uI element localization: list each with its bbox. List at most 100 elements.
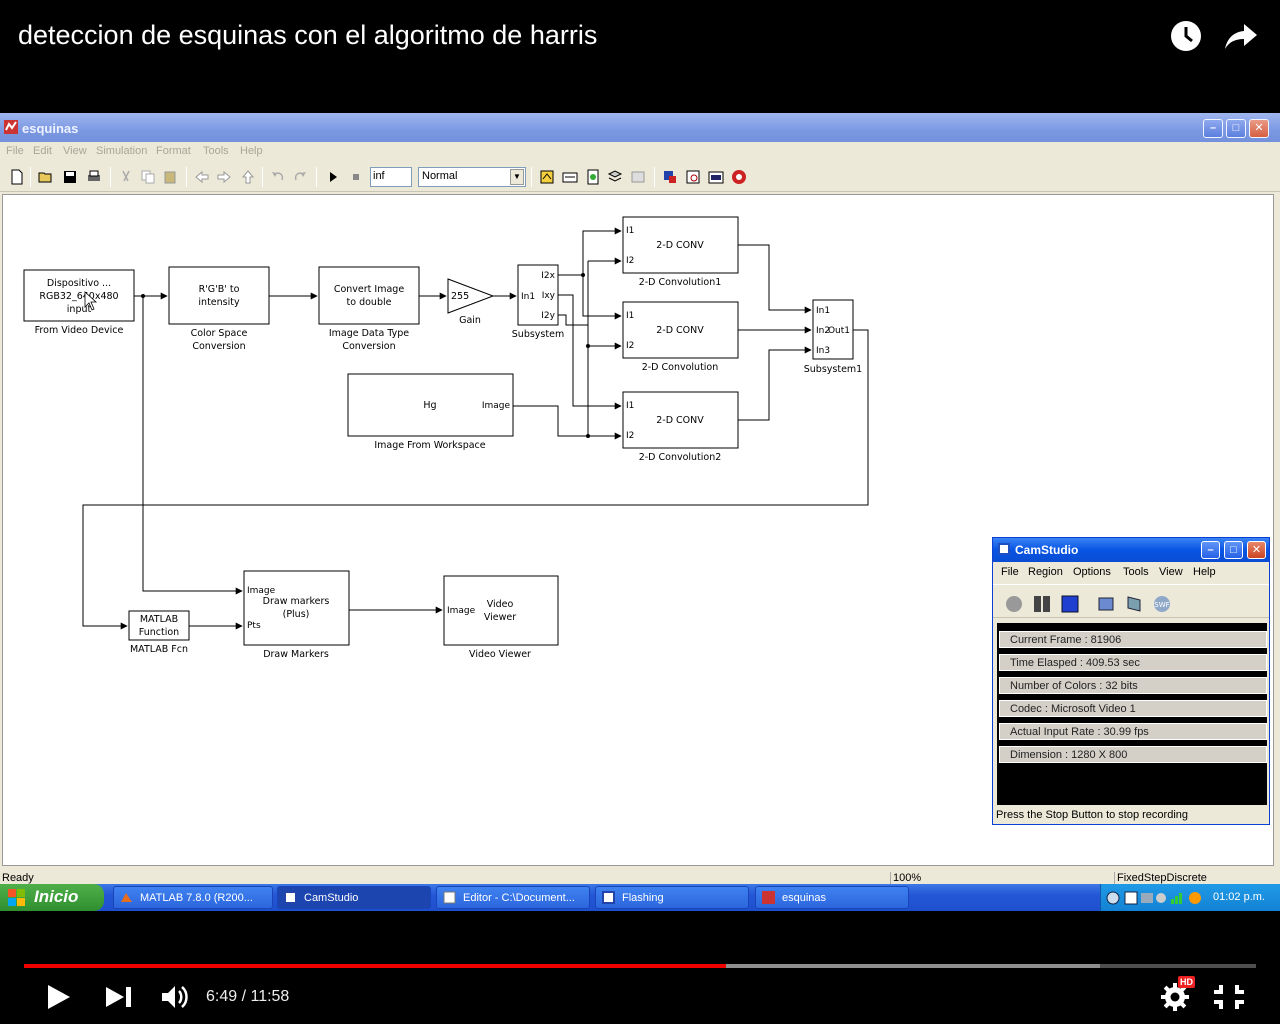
block-video-viewer[interactable]: Image Video Viewer Video Viewer <box>443 575 559 660</box>
record-icon[interactable] <box>1005 595 1023 613</box>
stop-time-input[interactable]: inf <box>370 167 412 187</box>
camstudio-minimize-button[interactable]: – <box>1201 541 1220 559</box>
svg-text:I1: I1 <box>626 401 634 411</box>
menu-edit[interactable]: Edit <box>33 145 52 157</box>
new-icon[interactable] <box>9 169 25 185</box>
task-editor[interactable]: Editor - C:\Document... <box>436 886 590 909</box>
video-device-caption: From Video Device <box>35 325 124 336</box>
open-icon[interactable] <box>38 169 54 185</box>
cam-menu-tools[interactable]: Tools <box>1123 566 1149 578</box>
block-2d-convolution1[interactable]: I1 I2 2-D CONV 2-D Convolution1 <box>622 216 739 288</box>
build-icon[interactable] <box>539 169 555 185</box>
tray-icons[interactable] <box>1105 890 1210 906</box>
progress-bar[interactable] <box>24 964 1256 968</box>
volume-icon[interactable] <box>160 983 190 1011</box>
task-matlab[interactable]: MATLAB 7.8.0 (R200... <box>113 886 273 909</box>
chevron-down-icon[interactable]: ▼ <box>510 169 524 185</box>
svg-text:In1: In1 <box>816 306 830 316</box>
configuration-icon[interactable] <box>708 169 724 185</box>
back-icon[interactable] <box>194 169 210 185</box>
play-icon[interactable] <box>44 982 72 1012</box>
model-explorer-icon[interactable] <box>630 169 646 185</box>
block-from-video-device[interactable]: Dispositivo ... RGB32_640x480 input From… <box>23 269 135 336</box>
simulation-mode-select[interactable]: Normal ▼ <box>418 167 526 187</box>
up-icon[interactable] <box>240 169 256 185</box>
svg-text:intensity: intensity <box>198 297 240 308</box>
annotation-icon[interactable] <box>1125 595 1143 613</box>
cam-menu-region[interactable]: Region <box>1028 566 1063 578</box>
block-2d-convolution[interactable]: I1 I2 2-D CONV 2-D Convolution <box>622 301 739 373</box>
library-browser-icon[interactable] <box>607 169 623 185</box>
task-camstudio[interactable]: CamStudio <box>277 886 431 909</box>
block-color-space-conversion[interactable]: R'G'B' to intensity Color Space Conversi… <box>168 266 270 352</box>
svg-text:2-D CONV: 2-D CONV <box>656 415 704 426</box>
block-matlab-fcn[interactable]: MATLAB Function MATLAB Fcn <box>128 610 190 655</box>
svg-text:Image: Image <box>447 606 476 616</box>
block-subsystem[interactable]: In1 I2x Ixy I2y Subsystem <box>512 264 564 340</box>
video-title: deteccion de esquinas con el algoritmo d… <box>18 20 598 50</box>
menu-view[interactable]: View <box>63 145 87 157</box>
close-button[interactable]: ✕ <box>1249 119 1269 138</box>
maximize-button[interactable]: □ <box>1226 119 1246 138</box>
task-camstudio-label: CamStudio <box>304 892 359 904</box>
stop-icon[interactable] <box>1061 595 1079 613</box>
refresh-icon[interactable] <box>585 169 601 185</box>
svg-text:Draw Markers: Draw Markers <box>263 649 329 660</box>
block-draw-markers[interactable]: Image Pts Draw markers (Plus) Draw Marke… <box>243 570 350 660</box>
save-icon[interactable] <box>62 169 78 185</box>
block-gain[interactable]: 255 Gain <box>447 278 495 326</box>
svg-text:I1: I1 <box>626 226 634 236</box>
model-advisor-icon[interactable] <box>685 169 701 185</box>
forward-icon[interactable] <box>216 169 232 185</box>
played-bar <box>24 964 727 968</box>
block-image-data-type-conversion[interactable]: Convert Image to double Image Data Type … <box>318 266 420 352</box>
fullscreen-exit-icon[interactable] <box>1212 983 1246 1011</box>
help-target-icon[interactable] <box>731 169 747 185</box>
cam-menu-help[interactable]: Help <box>1193 566 1216 578</box>
settings-icon[interactable] <box>1160 982 1190 1012</box>
block-2d-convolution2[interactable]: I1 I2 2-D CONV 2-D Convolution2 <box>622 391 739 463</box>
start-button[interactable]: Inicio <box>0 884 104 911</box>
start-simulation-icon[interactable] <box>325 169 341 185</box>
menu-simulation[interactable]: Simulation <box>96 145 148 157</box>
camstudio-window: CamStudio – □ ✕ File Region Options Tool… <box>992 537 1270 825</box>
pause-icon[interactable] <box>1033 595 1051 613</box>
svg-text:(Plus): (Plus) <box>283 609 310 620</box>
svg-text:Image Data Type: Image Data Type <box>329 328 409 339</box>
camstudio-maximize-button[interactable]: □ <box>1224 541 1243 559</box>
cam-menu-file[interactable]: File <box>1001 566 1019 578</box>
region-icon[interactable] <box>1097 595 1115 613</box>
stop-simulation-icon[interactable] <box>348 169 364 185</box>
matlab-icon <box>121 893 132 902</box>
next-icon[interactable] <box>104 985 134 1009</box>
camstudio-titlebar[interactable]: CamStudio – □ ✕ <box>993 538 1269 562</box>
copy-icon[interactable] <box>140 169 156 185</box>
svg-text:In3: In3 <box>816 346 830 356</box>
menu-help[interactable]: Help <box>240 145 263 157</box>
menu-tools[interactable]: Tools <box>203 145 229 157</box>
task-esquinas[interactable]: esquinas <box>755 886 909 909</box>
cut-icon[interactable] <box>118 169 134 185</box>
swf-icon[interactable]: SWF <box>1153 595 1171 613</box>
block-subsystem1[interactable]: In1 In2 In3 Out1 Subsystem1 <box>804 299 862 375</box>
svg-text:SWF: SWF <box>1154 601 1169 609</box>
debug-icon[interactable] <box>662 169 678 185</box>
redo-icon[interactable] <box>292 169 308 185</box>
cam-menu-options[interactable]: Options <box>1073 566 1111 578</box>
task-flashing[interactable]: Flashing <box>595 886 749 909</box>
minimize-button[interactable]: – <box>1203 119 1223 138</box>
block-image-from-workspace[interactable]: Hg Image Image From Workspace <box>347 373 514 451</box>
watch-later-icon[interactable] <box>1170 20 1202 52</box>
svg-text:I1: I1 <box>626 311 634 321</box>
cam-menu-view[interactable]: View <box>1159 566 1183 578</box>
print-icon[interactable] <box>86 169 102 185</box>
share-icon[interactable] <box>1224 20 1258 52</box>
camstudio-stats-panel: Current Frame : 81906 Time Elasped : 409… <box>997 623 1267 805</box>
paste-icon[interactable] <box>162 169 178 185</box>
undo-icon[interactable] <box>270 169 286 185</box>
update-diagram-icon[interactable] <box>562 169 578 185</box>
menu-format[interactable]: Format <box>156 145 191 157</box>
camstudio-close-button[interactable]: ✕ <box>1247 541 1266 559</box>
menu-file[interactable]: File <box>6 145 24 157</box>
simulink-titlebar[interactable]: esquinas – □ ✕ <box>0 113 1280 142</box>
